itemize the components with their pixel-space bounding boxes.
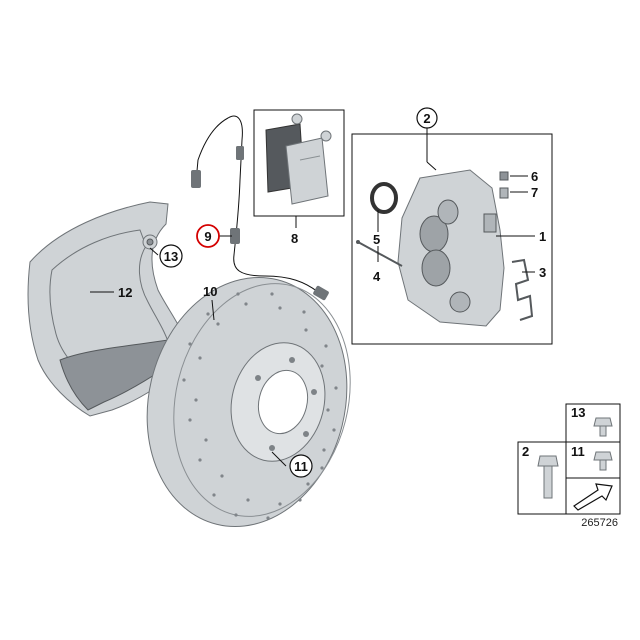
callout-3[interactable]: 3 bbox=[539, 265, 546, 280]
callout-8[interactable]: 8 bbox=[291, 231, 298, 246]
bleeder-screw bbox=[499, 187, 509, 199]
brake-pads-box bbox=[253, 109, 345, 217]
callout-13[interactable]: 13 bbox=[159, 244, 183, 268]
callout-1[interactable]: 1 bbox=[539, 229, 546, 244]
svg-text:13: 13 bbox=[164, 249, 178, 264]
image-number: 265726 bbox=[581, 517, 618, 529]
callout-5[interactable]: 5 bbox=[373, 232, 380, 247]
svg-text:9: 9 bbox=[204, 229, 211, 244]
svg-text:7: 7 bbox=[531, 185, 538, 200]
leader-lines bbox=[90, 128, 535, 467]
svg-text:2: 2 bbox=[522, 444, 529, 459]
brake-shield bbox=[27, 201, 191, 417]
seal-ring bbox=[370, 182, 398, 214]
callout-6[interactable]: 6 bbox=[531, 169, 538, 184]
fastener-legend bbox=[517, 403, 621, 515]
svg-text:11: 11 bbox=[571, 444, 585, 459]
caliper-box bbox=[351, 133, 553, 345]
svg-text:1: 1 bbox=[539, 229, 546, 244]
svg-text:6: 6 bbox=[531, 169, 538, 184]
callout-9[interactable]: 9 bbox=[196, 224, 220, 248]
svg-text:13: 13 bbox=[571, 405, 585, 420]
callout-10[interactable]: 10 bbox=[203, 284, 217, 299]
wear-sensor bbox=[191, 115, 329, 301]
brake-pads bbox=[265, 113, 332, 205]
svg-text:8: 8 bbox=[291, 231, 298, 246]
callout-2[interactable]: 2 bbox=[416, 107, 438, 129]
bleeder-cap bbox=[499, 171, 509, 181]
svg-text:12: 12 bbox=[118, 285, 132, 300]
callout-11[interactable]: 11 bbox=[289, 454, 313, 478]
callout-12[interactable]: 12 bbox=[118, 285, 132, 300]
legend-item-11[interactable]: 11 bbox=[571, 444, 613, 471]
callout-7[interactable]: 7 bbox=[531, 185, 538, 200]
brake-caliper bbox=[397, 169, 505, 327]
arrow-icon bbox=[573, 483, 613, 511]
svg-text:2: 2 bbox=[423, 111, 430, 126]
legend-item-2[interactable]: 2 bbox=[522, 444, 559, 499]
callout-4[interactable]: 4 bbox=[373, 269, 381, 284]
svg-text:3: 3 bbox=[539, 265, 546, 280]
legend-item-13[interactable]: 13 bbox=[571, 405, 613, 437]
guide-pin bbox=[356, 240, 403, 267]
svg-text:11: 11 bbox=[294, 459, 308, 474]
svg-text:4: 4 bbox=[373, 269, 381, 284]
spring-clip bbox=[511, 258, 534, 321]
svg-text:5: 5 bbox=[373, 232, 380, 247]
svg-text:10: 10 bbox=[203, 284, 217, 299]
